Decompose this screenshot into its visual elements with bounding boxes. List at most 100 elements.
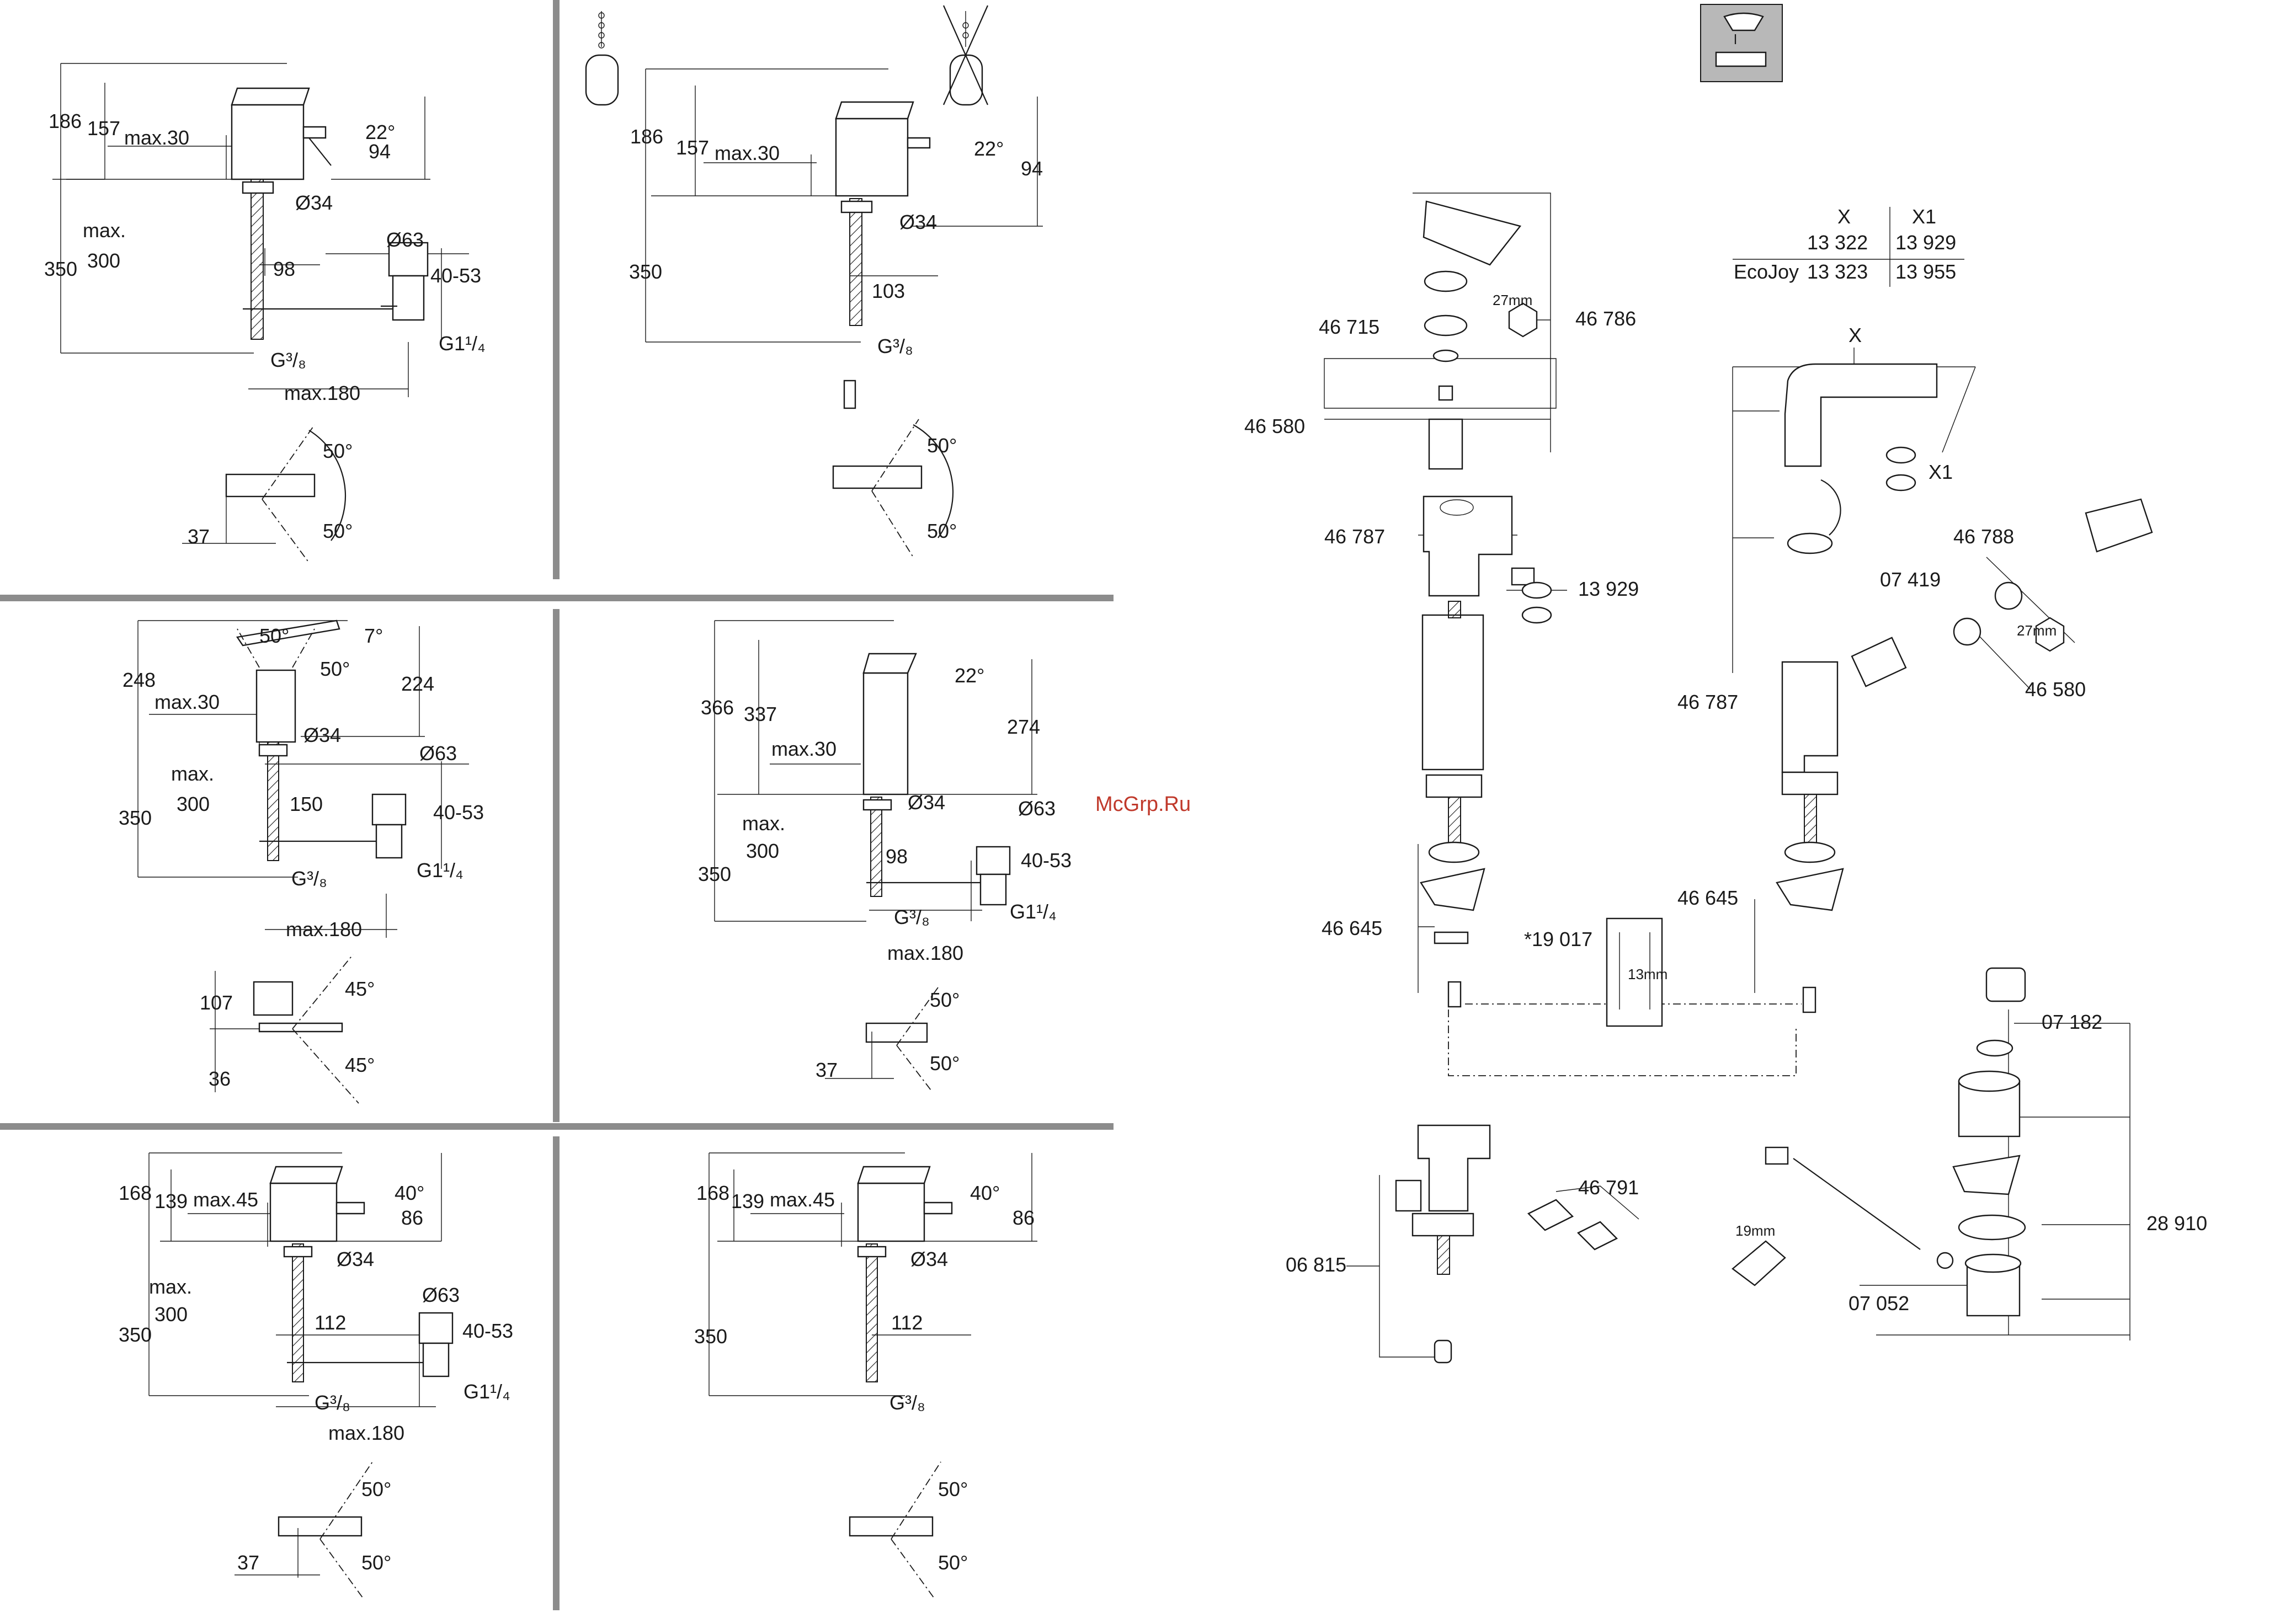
part-label-07419: 07 419 bbox=[1880, 568, 1941, 591]
dim-angle-50-a: 50° bbox=[938, 1478, 968, 1500]
dim-224: 224 bbox=[401, 672, 434, 695]
mixer-body bbox=[835, 117, 909, 197]
body-46787 bbox=[1781, 661, 1839, 773]
chain-plug-icon bbox=[585, 11, 619, 106]
tool-19017 bbox=[1606, 917, 1663, 1027]
dim-max-label: max. bbox=[171, 762, 214, 785]
dim-diameter-34: Ø34 bbox=[899, 211, 937, 233]
lever-handle-part bbox=[1423, 200, 1522, 266]
supply-hose bbox=[292, 1243, 304, 1382]
dim-angle-50-b: 50° bbox=[320, 658, 350, 680]
dim-reach-94: 94 bbox=[369, 140, 391, 163]
dim-107: 107 bbox=[200, 991, 233, 1014]
handle-46791 bbox=[1527, 1199, 1574, 1231]
dim-112: 112 bbox=[891, 1311, 923, 1334]
mixer-body bbox=[857, 1182, 925, 1242]
dim-37: 37 bbox=[816, 1059, 838, 1081]
part-label-46580: 46 580 bbox=[1244, 415, 1305, 437]
dim-angle-50-a: 50° bbox=[323, 440, 353, 462]
part-label-13929: 13 929 bbox=[1578, 578, 1639, 600]
table-cell: 13 323 bbox=[1807, 260, 1868, 283]
mixer-body bbox=[231, 104, 305, 180]
dim-angle-7: 7° bbox=[364, 624, 383, 647]
dim-angle-40: 40° bbox=[395, 1182, 424, 1204]
part-label-19017: *19 017 bbox=[1524, 928, 1592, 950]
dim-diameter-34: Ø34 bbox=[337, 1248, 374, 1270]
dim-thread-g38: G³/₈ bbox=[877, 335, 913, 357]
hex-nut-27mm bbox=[2035, 617, 2065, 652]
mixer-body bbox=[255, 669, 296, 743]
dim-angle-50-b: 50° bbox=[930, 1052, 960, 1075]
part-label-46787: 46 787 bbox=[1324, 525, 1385, 548]
dim-height-186: 186 bbox=[49, 110, 82, 132]
part-label-46786: 46 786 bbox=[1575, 307, 1636, 330]
dim-diameter-63: Ø63 bbox=[386, 228, 424, 251]
dim-height-366: 366 bbox=[701, 696, 734, 719]
mixer-body bbox=[269, 1182, 338, 1242]
aerator-13929 bbox=[1511, 567, 1535, 586]
body-46787 bbox=[1423, 495, 1513, 597]
dim-height-168: 168 bbox=[696, 1182, 729, 1204]
bidet-body bbox=[1417, 1124, 1491, 1212]
dim-thread-g38: G³/₈ bbox=[270, 349, 306, 371]
separator-horizontal-1 bbox=[0, 595, 1114, 601]
plug bbox=[843, 380, 856, 409]
dim-angle-45-b: 45° bbox=[345, 1054, 375, 1076]
mixer-body bbox=[862, 672, 909, 795]
plug-06815 bbox=[1434, 1339, 1452, 1364]
dim-350: 350 bbox=[629, 260, 662, 283]
dim-max-label: max. bbox=[149, 1275, 192, 1298]
exploded-view-tall-mixer: 46 715 27mm 46 786 46 580 46 787 13 929 … bbox=[1244, 193, 1802, 1364]
dim-max-30: max.30 bbox=[771, 738, 837, 760]
dim-reach-94: 94 bbox=[1021, 157, 1043, 180]
dim-max-180: max.180 bbox=[286, 918, 362, 941]
part-label-07052: 07 052 bbox=[1848, 1292, 1909, 1315]
lever-handle bbox=[862, 653, 917, 674]
lever-handle bbox=[269, 1166, 343, 1184]
lever-handle bbox=[857, 1166, 931, 1184]
aerator-x1 bbox=[1885, 446, 1916, 464]
dim-350: 350 bbox=[119, 1323, 152, 1346]
dim-diameter-63: Ø63 bbox=[422, 1284, 460, 1306]
separator-vertical-bottom bbox=[553, 1136, 560, 1610]
dim-max-180: max.180 bbox=[284, 382, 360, 404]
dim-height-139: 139 bbox=[155, 1190, 188, 1213]
dim-diameter-34: Ø34 bbox=[303, 724, 341, 746]
dim-angle-22: 22° bbox=[974, 137, 1004, 160]
dim-40-53: 40-53 bbox=[430, 264, 481, 287]
cartridge-46580 bbox=[1851, 637, 1907, 687]
dim-37: 37 bbox=[237, 1551, 259, 1574]
dim-max-45: max.45 bbox=[770, 1188, 835, 1211]
dim-max-label: max. bbox=[742, 812, 785, 835]
top-view-body bbox=[278, 1516, 363, 1537]
gasket-46645 bbox=[1428, 841, 1480, 863]
dim-300: 300 bbox=[155, 1303, 188, 1326]
dim-angle-50-b: 50° bbox=[323, 520, 353, 542]
dim-274: 274 bbox=[1007, 715, 1040, 738]
dim-angle-50-a: 50° bbox=[361, 1478, 391, 1500]
part-label-46645: 46 645 bbox=[1322, 917, 1382, 939]
panel-basin-mixer-no-waste: 186 157 max.30 22° 94 Ø34 350 103 G³/₈ 5… bbox=[585, 5, 1043, 558]
part-label-46645: 46 645 bbox=[1677, 886, 1738, 909]
part-label-28910: 28 910 bbox=[2146, 1212, 2207, 1235]
dim-angle-22: 22° bbox=[365, 121, 395, 143]
dim-height-139: 139 bbox=[731, 1190, 764, 1213]
supply-hose bbox=[267, 741, 279, 861]
dim-diameter-63: Ø63 bbox=[419, 742, 457, 765]
part-label-27mm: 27mm bbox=[1493, 292, 1532, 308]
pop-up-plug-07182 bbox=[1985, 967, 2026, 1002]
waste-fitting bbox=[371, 793, 407, 826]
table-cell: 13 955 bbox=[1895, 260, 1956, 283]
dim-max-180: max.180 bbox=[328, 1422, 404, 1444]
dim-thread-g114: G1¹/₄ bbox=[464, 1380, 510, 1403]
top-view-body bbox=[865, 1022, 928, 1043]
exploded-view-basin-mixer: X X1 46 788 07 419 27mm 46 580 46 787 46… bbox=[1677, 324, 2207, 1340]
part-label-46715: 46 715 bbox=[1319, 316, 1379, 338]
tool-19mm bbox=[1732, 1240, 1786, 1286]
dim-300: 300 bbox=[87, 249, 120, 272]
supply-hose bbox=[866, 1243, 878, 1382]
dim-height-186: 186 bbox=[630, 125, 663, 148]
dim-height-248: 248 bbox=[122, 669, 156, 691]
dim-diameter-63: Ø63 bbox=[1018, 797, 1056, 820]
cartridge-46580 bbox=[1428, 418, 1463, 470]
